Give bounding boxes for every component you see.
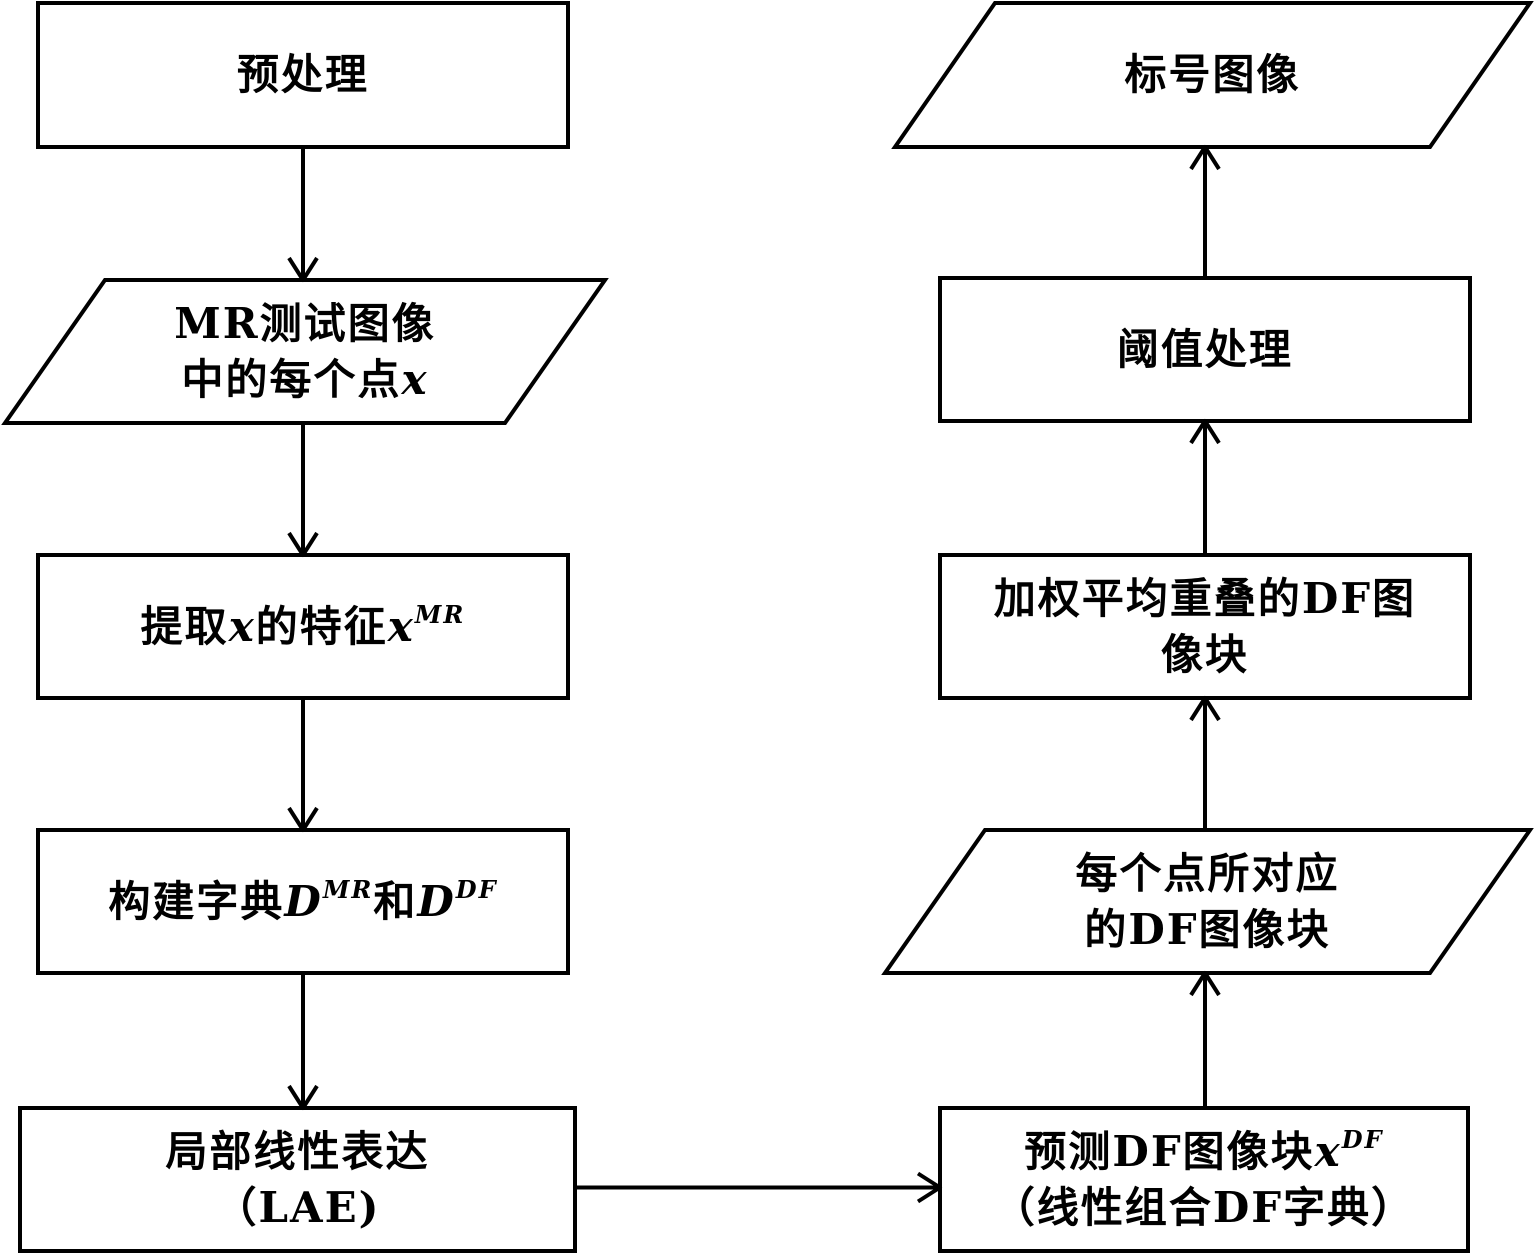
label-text: （线性组合DF字典）	[992, 1182, 1416, 1232]
label-text: 预处理	[236, 50, 369, 99]
edge-threshold-to-label-image	[1189, 145, 1221, 278]
label-text: 构建字典	[108, 876, 285, 926]
node-predict-df-patch-box	[938, 1106, 1470, 1253]
label-line: 标号图像	[1124, 47, 1300, 103]
label-text: 的特征	[255, 601, 388, 651]
label-text: 和	[373, 876, 418, 926]
arrowhead-icon	[916, 1171, 942, 1204]
edge-test-points-to-extract-features	[287, 423, 319, 557]
arrowhead-icon	[1189, 419, 1221, 445]
label-text: （LAE)	[214, 1182, 381, 1232]
label-text: 像块	[1160, 629, 1249, 679]
node-test-points-parallelogram	[1, 278, 609, 425]
arrowhead-icon	[287, 531, 319, 557]
label-line: 阈值处理	[1117, 322, 1293, 378]
arrowhead-icon	[1189, 696, 1221, 722]
arrowhead-icon	[287, 1084, 319, 1110]
node-label-threshold: 阈值处理	[940, 278, 1470, 421]
arrowhead-icon	[1189, 145, 1221, 171]
math-variable: D	[284, 876, 323, 926]
label-text: 局部线性表达	[165, 1126, 430, 1176]
edge-build-dictionary-to-lae	[287, 973, 319, 1110]
math-variable: x	[228, 601, 256, 651]
math-variable: D	[417, 876, 456, 926]
edge-df-patches-to-weighted-average	[1189, 696, 1221, 830]
math-variable: x	[387, 601, 415, 651]
edge-predict-df-patch-to-df-patches	[1189, 971, 1221, 1108]
label-line: 的DF图像块	[1084, 902, 1330, 958]
math-variable: x	[1314, 1126, 1342, 1176]
node-label-lae: 局部线性表达 （LAE)	[20, 1108, 575, 1251]
label-line: MR测试图像	[174, 296, 435, 352]
label-text: 的DF图像块	[1084, 904, 1331, 954]
arrowhead-icon	[287, 806, 319, 832]
label-line: 构建字典DMR和DDF	[108, 874, 497, 930]
node-label-df-patches: 每个点所对应的DF图像块	[885, 830, 1530, 973]
node-label-build-dictionary: 构建字典DMR和DDF	[38, 830, 568, 973]
label-text: 加权平均重叠的DF图	[993, 573, 1417, 623]
node-label-extract-features: 提取x的特征xMR	[38, 555, 568, 698]
node-preprocess-box	[36, 1, 570, 149]
label-text: 预测DF图像块	[1024, 1126, 1315, 1176]
label-text: MR测试图像	[174, 298, 436, 348]
node-weighted-average-box	[938, 553, 1472, 700]
label-line: 像块	[1161, 627, 1249, 683]
superscript: DF	[1341, 1124, 1384, 1154]
label-line: 预处理	[237, 47, 369, 103]
label-line: （线性组合DF字典）	[993, 1180, 1415, 1236]
label-line: 中的每个点x	[181, 352, 428, 408]
node-label-label-image: 标号图像	[895, 3, 1530, 147]
node-label-test-points: MR测试图像中的每个点x	[5, 280, 605, 423]
label-text: 提取	[140, 601, 229, 651]
label-line: 每个点所对应	[1075, 846, 1339, 902]
node-label-image-parallelogram	[891, 0, 1534, 149]
edge-preprocess-to-test-points	[287, 147, 319, 282]
edge-extract-features-to-build-dictionary	[287, 698, 319, 832]
label-line: 局部线性表达	[165, 1124, 429, 1180]
label-text: 阈值处理	[1116, 324, 1293, 374]
node-build-dictionary-box	[36, 828, 570, 975]
arrowhead-icon	[287, 256, 319, 282]
math-variable: x	[401, 354, 429, 404]
superscript: DF	[455, 874, 498, 904]
label-text: 标号图像	[1124, 50, 1301, 99]
node-label-preprocess: 预处理	[38, 3, 568, 147]
label-line: 加权平均重叠的DF图	[994, 571, 1416, 627]
node-df-patches-parallelogram	[881, 828, 1534, 975]
label-text: 中的每个点	[181, 354, 402, 404]
label-line: 提取x的特征xMR	[141, 599, 466, 655]
label-text: 每个点所对应	[1075, 848, 1340, 898]
edge-lae-to-predict-df-patch	[575, 1171, 942, 1204]
node-label-weighted-average: 加权平均重叠的DF图像块	[940, 555, 1470, 698]
arrowhead-icon	[1189, 971, 1221, 997]
node-threshold-box	[938, 276, 1472, 423]
label-line: 预测DF图像块xDF	[1024, 1124, 1383, 1180]
label-line: （LAE)	[214, 1180, 380, 1236]
node-lae-box	[18, 1106, 577, 1253]
superscript: MR	[414, 599, 466, 629]
superscript: MR	[322, 874, 374, 904]
edge-weighted-average-to-threshold	[1189, 419, 1221, 555]
node-label-predict-df-patch: 预测DF图像块xDF（线性组合DF字典）	[940, 1108, 1468, 1251]
